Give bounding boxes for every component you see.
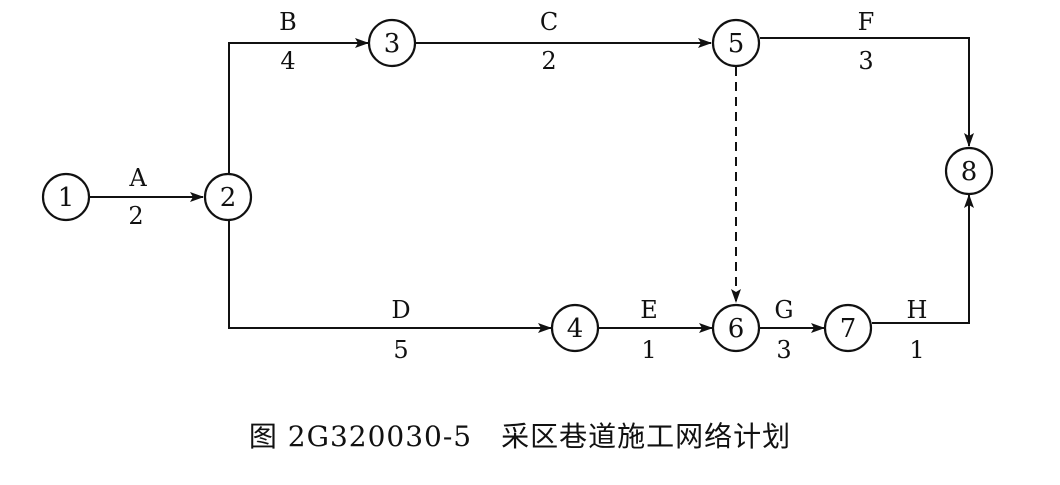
activity-b-duration: 4 bbox=[280, 47, 295, 75]
node-6: 6 bbox=[711, 303, 761, 353]
node-1-label: 1 bbox=[58, 183, 75, 213]
node-2-label: 2 bbox=[220, 183, 237, 213]
activity-c-name: C bbox=[540, 8, 558, 36]
activity-g-name: G bbox=[774, 296, 793, 324]
activity-h-name: H bbox=[907, 296, 928, 324]
node-7-label: 7 bbox=[840, 314, 857, 344]
activity-c-duration: 2 bbox=[541, 47, 556, 75]
node-7: 7 bbox=[823, 303, 873, 353]
activity-b-name: B bbox=[279, 8, 297, 36]
activity-d-name: D bbox=[391, 296, 410, 324]
node-5: 5 bbox=[711, 18, 761, 68]
figure-caption: 图 2G320030-5 采区巷道施工网络计划 bbox=[249, 420, 791, 453]
activity-e-duration: 1 bbox=[641, 336, 656, 364]
node-6-label: 6 bbox=[728, 314, 745, 344]
node-4: 4 bbox=[550, 303, 600, 353]
edge-7-8 bbox=[872, 194, 974, 324]
edge-5-8 bbox=[760, 37, 974, 147]
node-5-label: 5 bbox=[728, 29, 745, 59]
node-8: 8 bbox=[944, 146, 994, 196]
activity-d-duration: 5 bbox=[393, 336, 408, 364]
activity-f-duration: 3 bbox=[858, 47, 873, 75]
edge-2-4 bbox=[228, 221, 552, 333]
node-1: 1 bbox=[41, 172, 91, 222]
node-8-label: 8 bbox=[961, 157, 978, 187]
edge-2-3 bbox=[228, 38, 369, 174]
activity-h-duration: 1 bbox=[909, 336, 924, 364]
node-2: 2 bbox=[203, 172, 253, 222]
activity-a-name: A bbox=[128, 164, 147, 192]
node-3: 3 bbox=[367, 18, 417, 68]
node-3-label: 3 bbox=[384, 29, 401, 59]
activity-g-duration: 3 bbox=[776, 336, 791, 364]
activity-e-name: E bbox=[640, 296, 658, 324]
activity-a-duration: 2 bbox=[128, 202, 143, 230]
node-4-label: 4 bbox=[567, 314, 584, 344]
activity-f-name: F bbox=[858, 8, 875, 36]
